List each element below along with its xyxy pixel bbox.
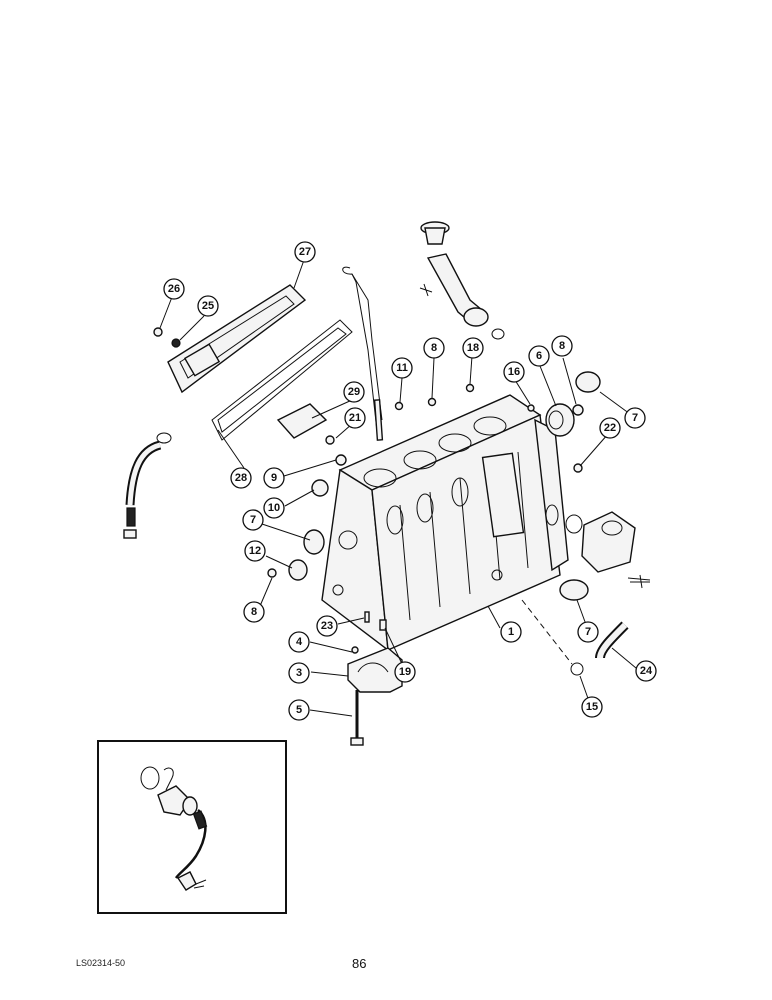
callout-26-label: 26 (168, 283, 180, 295)
callout-9-label: 9 (271, 472, 277, 484)
callout-1-label: 1 (508, 626, 514, 638)
callout-8-left-label: 8 (251, 606, 257, 618)
callout-22: 22 (599, 417, 621, 439)
callout-8-left: 8 (243, 601, 265, 623)
oil-filler-tube (419, 221, 505, 340)
callout-12-label: 12 (249, 545, 261, 557)
callout-6-label: 6 (536, 350, 542, 362)
callout-25: 25 (197, 295, 219, 317)
callout-5-label: 5 (296, 704, 302, 716)
dipstick (342, 266, 384, 441)
callout-23-label: 23 (321, 620, 333, 632)
cover-plate (276, 403, 328, 439)
callout-18-label: 18 (467, 342, 479, 354)
callout-24: 24 (635, 660, 657, 682)
callout-11: 11 (391, 357, 413, 379)
callout-29: 29 (343, 381, 365, 403)
water-pipe (595, 621, 629, 659)
callout-7-left: 7 (242, 509, 264, 531)
callout-1: 1 (500, 621, 522, 643)
callout-8-right: 8 (551, 335, 573, 357)
callout-26: 26 (163, 278, 185, 300)
callout-10-label: 10 (268, 502, 280, 514)
block-heater-illustration (140, 766, 208, 891)
callout-8-top-label: 8 (431, 342, 437, 354)
thermostat-housing (581, 511, 651, 589)
callout-21: 21 (344, 407, 366, 429)
callout-7-right: 7 (577, 621, 599, 643)
page-number: 86 (352, 956, 367, 971)
callout-19-label: 19 (399, 666, 411, 678)
expansion-plugs (288, 371, 601, 676)
callout-24-label: 24 (640, 665, 653, 677)
callout-10: 10 (263, 497, 285, 519)
callout-7-top-label: 7 (632, 412, 638, 424)
main-bearing-cap (347, 647, 403, 693)
callout-7-top: 7 (624, 407, 646, 429)
callout-29-label: 29 (348, 386, 360, 398)
callout-5: 5 (288, 699, 310, 721)
callout-15: 15 (581, 696, 603, 718)
callout-3-label: 3 (296, 667, 302, 679)
callout-3: 3 (288, 662, 310, 684)
callout-7-left-label: 7 (250, 514, 256, 526)
callout-25-label: 25 (202, 300, 214, 312)
callout-4-label: 4 (296, 636, 303, 648)
cylinder-block (321, 394, 569, 652)
callout-12: 12 (244, 540, 266, 562)
callout-27-label: 27 (299, 246, 311, 258)
callout-21-label: 21 (349, 412, 361, 424)
callout-15-label: 15 (586, 701, 598, 713)
inset-box (97, 740, 287, 914)
callout-6: 6 (528, 345, 550, 367)
callout-8-right-label: 8 (559, 340, 565, 352)
callout-28-label: 28 (235, 472, 247, 484)
callout-16-label: 16 (508, 366, 520, 378)
callout-16: 16 (503, 361, 525, 383)
callout-27: 27 (294, 241, 316, 263)
breather-hose (123, 432, 172, 539)
bearing-cap-bolt (350, 690, 364, 746)
callout-22-label: 22 (604, 422, 616, 434)
leader-lines (159, 259, 637, 717)
camshaft-bushing (545, 403, 575, 437)
small-fasteners (153, 327, 650, 654)
side-cover (167, 284, 307, 394)
callout-28: 28 (230, 467, 252, 489)
callout-11-label: 11 (396, 362, 408, 374)
callout-8-top: 8 (423, 337, 445, 359)
footer-code: LS02314-50 (76, 958, 126, 968)
callout-4: 4 (288, 631, 310, 653)
callout-19: 19 (394, 661, 416, 683)
callout-23: 23 (316, 615, 338, 637)
callout-9: 9 (263, 467, 285, 489)
callout-7-right-label: 7 (585, 626, 591, 638)
side-cover-gasket (211, 319, 353, 441)
callout-18: 18 (462, 337, 484, 359)
